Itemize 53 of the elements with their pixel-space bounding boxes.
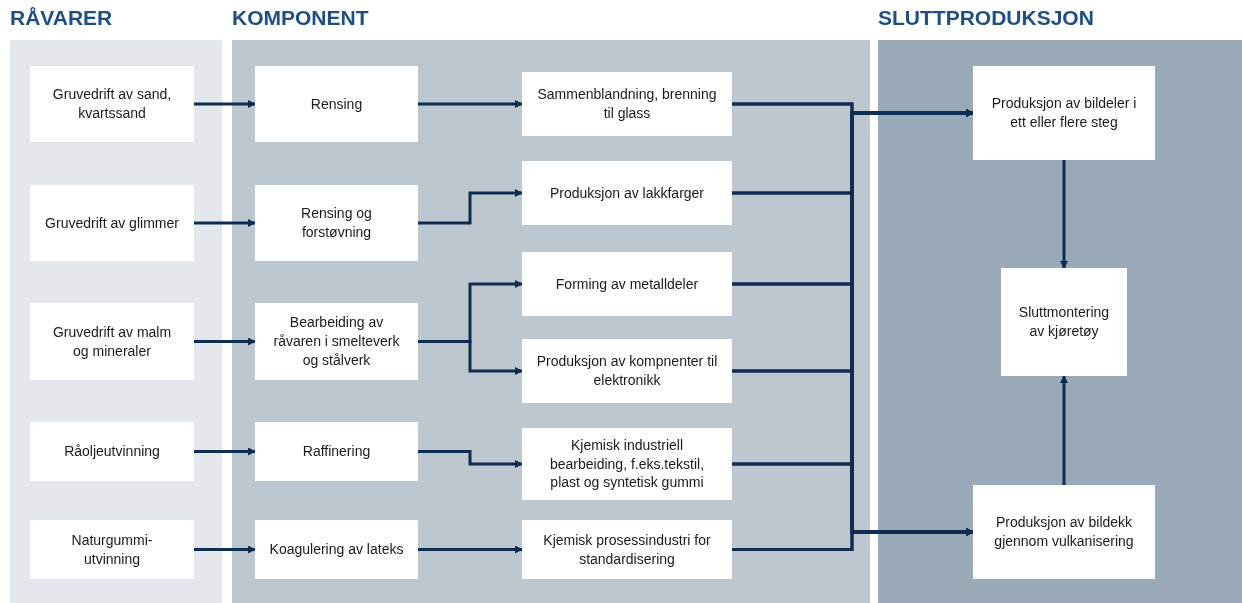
box-label: Råoljeutvinning: [64, 442, 160, 461]
box-label: Koagulering av lateks: [269, 540, 404, 559]
column-heading: RÅVARER: [10, 6, 113, 30]
box-label: Produksjon av lakkfarger: [549, 183, 705, 203]
box-label: Sluttmontering av kjøretøy: [1017, 303, 1111, 341]
process-box: [30, 66, 194, 142]
process-box: [255, 422, 418, 481]
box-label: Bearbeiding av råvaren i smelteverk og stålverk: [272, 313, 401, 370]
box-label: Gruvedrift av glimmer: [45, 213, 179, 233]
arrow: [1060, 160, 1068, 269]
process-box: [1001, 268, 1127, 376]
process-box: [522, 72, 732, 136]
arrow: [194, 447, 256, 456]
box-label: Kjemisk prosessindustri for standardisering: [542, 530, 712, 569]
process-box: [30, 422, 194, 481]
box-label: Produksjon av bildekk gjennom vulkanisering: [993, 513, 1135, 551]
box-label: Raffinering: [302, 442, 371, 461]
box-label: Rensing: [310, 94, 363, 114]
process-box: [255, 185, 418, 261]
process-box: [30, 303, 194, 380]
box-label: Gruvedrift av malm og mineraler: [51, 322, 173, 361]
box-label: Rensing og forstøvning: [300, 204, 373, 242]
arrow: [194, 545, 256, 554]
box-label: Gruvedrift av sand, kvartssand: [51, 85, 173, 123]
process-box: [522, 252, 732, 316]
arrow: [194, 219, 256, 227]
process-box: [255, 66, 418, 142]
arrow: [194, 100, 256, 108]
box-label: Sammenblandning, brenning til glass: [536, 85, 718, 123]
box-label: Kjemisk industriell bearbeiding, f.eks.tekstil, plast og syntetisk gummi: [548, 435, 706, 493]
box-label: Forming av metalldeler: [555, 274, 699, 294]
process-box: [255, 303, 418, 380]
box-label: Produksjon av kompnenter til elektronikk: [536, 352, 718, 390]
process-box: [973, 485, 1155, 579]
box-label: Produksjon av bildeler i ett eller flere steg: [990, 94, 1138, 132]
arrow: [418, 340, 523, 375]
column-heading: KOMPONENT: [232, 6, 369, 30]
process-box: [30, 520, 194, 579]
arrow: [418, 189, 523, 225]
arrow: [194, 337, 256, 346]
process-box: [255, 520, 418, 579]
process-box: [30, 185, 194, 261]
arrow: [1060, 375, 1068, 485]
process-box: [522, 428, 732, 500]
box-label: Naturgummi-utvinning: [70, 530, 154, 569]
process-box: [522, 339, 732, 403]
column-heading: SLUTTPRODUKSJON: [878, 6, 1094, 30]
arrow: [418, 100, 523, 108]
arrow: [418, 450, 523, 468]
process-box: [522, 161, 732, 225]
arrow: [418, 545, 523, 554]
process-box: [973, 66, 1155, 160]
process-box: [522, 520, 732, 579]
